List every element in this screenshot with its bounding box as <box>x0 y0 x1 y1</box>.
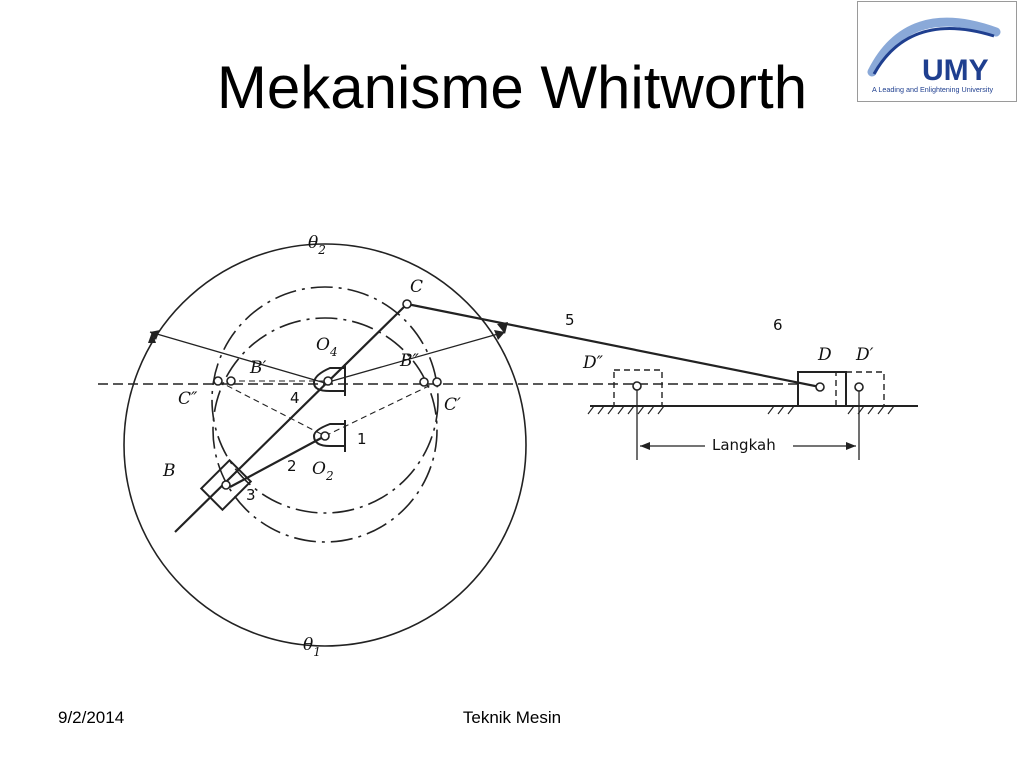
logo-arc <box>867 17 1001 77</box>
pivot-o2 <box>312 423 345 447</box>
slider-block-3 <box>199 458 253 512</box>
umy-logo: UMY A Leading and Enlightening Universit… <box>857 1 1017 102</box>
joint-d <box>815 382 825 392</box>
label-stroke: Langkah <box>712 436 776 454</box>
pin-joints <box>213 299 864 490</box>
radial-right <box>324 331 506 384</box>
label-c: C <box>410 277 423 297</box>
label-d-prime: D′ <box>855 345 874 365</box>
joint-c-prime <box>432 377 442 387</box>
label-link-3: 3 <box>246 486 256 504</box>
label-b-prime: B′ <box>249 358 266 378</box>
crank-circle-c <box>211 286 439 514</box>
label-o4: O4 <box>316 335 338 359</box>
footer-center-text: Teknik Mesin <box>462 708 562 727</box>
slider-d-dprime <box>613 369 663 407</box>
crank-circle-b <box>212 317 438 543</box>
label-link-1: 1 <box>357 430 367 448</box>
label-link-2: 2 <box>287 457 297 475</box>
ground-hatch <box>587 405 895 415</box>
slider-d <box>797 371 847 407</box>
label-link-4: 4 <box>290 389 300 407</box>
joint-d-prime <box>854 382 864 392</box>
joint-c-dprime <box>213 376 223 386</box>
arrow-heads <box>148 322 856 450</box>
slide-title: Mekanisme Whitworth <box>216 54 808 121</box>
label-link-6: 6 <box>773 316 783 334</box>
label-theta2: θ2 <box>308 233 326 257</box>
joint-c <box>402 299 412 309</box>
label-link-5: 5 <box>565 311 575 329</box>
logo-tagline: A Leading and Enlightening University <box>872 85 993 94</box>
joint-o4 <box>323 376 333 386</box>
label-d: D <box>817 345 832 365</box>
link-5 <box>406 302 821 389</box>
joint-o2 <box>320 431 330 441</box>
logo-brand: UMY <box>922 54 989 87</box>
link-2 <box>229 435 326 488</box>
label-b-dprime: B″ <box>399 351 419 371</box>
label-c-dprime: C″ <box>178 389 198 409</box>
pivot-o4 <box>312 367 345 392</box>
outer-circle <box>123 243 527 647</box>
label-theta1: θ1 <box>303 635 321 659</box>
logo-arc-inner <box>872 27 995 75</box>
label-d-dprime: D″ <box>582 353 604 373</box>
label-c-prime: C′ <box>444 395 461 415</box>
label-b: B <box>162 461 176 481</box>
joint-d-dprime <box>632 381 642 391</box>
footer-date: 9/2/2014 <box>58 708 125 727</box>
joint-b-dprime <box>419 377 429 387</box>
slider-d-prime <box>835 371 885 407</box>
label-o2: O2 <box>312 459 334 483</box>
radial-left <box>149 331 326 384</box>
joint-b <box>221 480 231 490</box>
joint-b-prime <box>226 376 236 386</box>
construction-lines <box>217 380 438 437</box>
